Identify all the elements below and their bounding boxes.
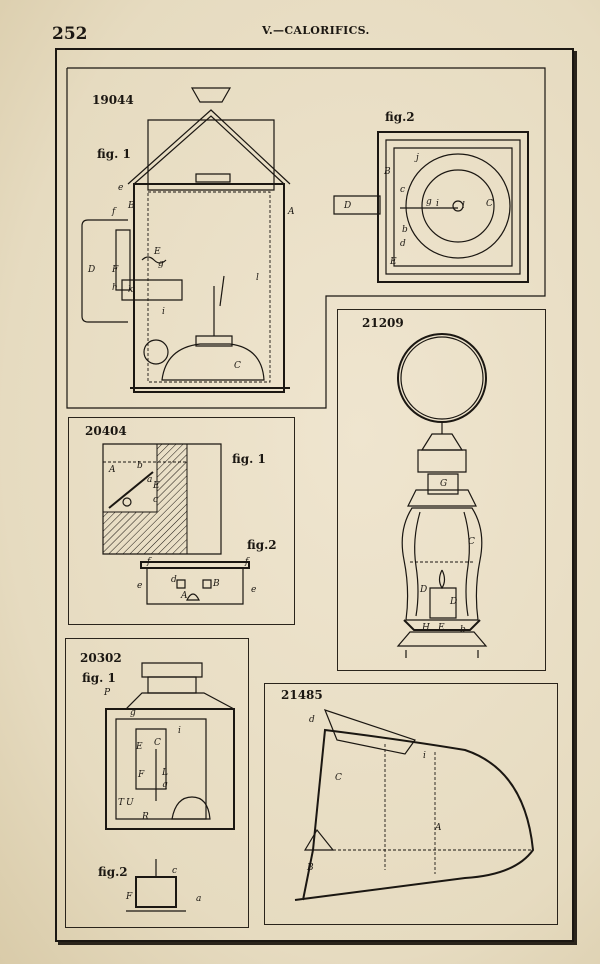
svg-text:E: E <box>153 247 161 257</box>
patent-number: 21209 <box>362 316 404 330</box>
svg-text:B: B <box>127 201 135 211</box>
figure-label: fig.2 <box>385 110 415 124</box>
svg-text:b: b <box>137 461 143 471</box>
svg-text:b: b <box>402 225 408 235</box>
fig2-plan-drawing: B j c g i l C d b E D <box>330 128 535 288</box>
svg-text:C: C <box>234 361 241 371</box>
helmet-lamp-drawing: d C i A B <box>285 700 555 920</box>
svg-text:j: j <box>414 153 419 163</box>
svg-text:C: C <box>335 773 342 783</box>
svg-text:f: f <box>111 207 117 217</box>
figure-label: fig. 1 <box>82 671 116 685</box>
figure-label: fig.2 <box>247 538 277 552</box>
svg-text:F: F <box>125 892 133 902</box>
panel-21485: 21485 d C i A B <box>264 683 558 925</box>
svg-text:h: h <box>112 283 118 293</box>
figure-label: fig. 1 <box>232 452 266 466</box>
svg-text:c: c <box>153 495 158 505</box>
svg-text:i: i <box>178 726 181 736</box>
svg-text:B: B <box>212 579 220 589</box>
svg-text:b: b <box>460 625 466 635</box>
svg-text:k: k <box>128 285 133 295</box>
section-title: V.—CALORIFICS. <box>262 24 370 37</box>
svg-text:E: E <box>437 623 445 633</box>
svg-text:E: E <box>389 257 397 267</box>
figure-label: fig. 1 <box>97 147 131 161</box>
svg-text:D: D <box>87 265 95 275</box>
svg-text:g: g <box>130 708 136 718</box>
svg-text:A: A <box>434 823 442 833</box>
svg-text:C: C <box>486 199 493 209</box>
svg-text:d: d <box>400 239 406 249</box>
svg-text:i: i <box>162 307 165 317</box>
svg-text:A: A <box>287 207 295 217</box>
svg-text:C: C <box>468 537 475 547</box>
svg-text:g: g <box>426 197 432 207</box>
svg-text:a: a <box>147 475 152 485</box>
svg-text:D: D <box>419 585 427 595</box>
svg-text:U: U <box>126 798 134 808</box>
svg-text:E: E <box>152 481 160 491</box>
svg-text:e: e <box>251 585 256 595</box>
svg-text:c: c <box>400 185 405 195</box>
svg-text:E: E <box>135 742 143 752</box>
lantern-drawing: G C D D H E b <box>358 330 528 665</box>
svg-text:D: D <box>343 201 351 211</box>
fig1-section-drawing: A b a E c f f e e d A B <box>97 438 256 618</box>
patent-number: 19044 <box>92 93 134 107</box>
svg-text:A: A <box>108 465 116 475</box>
svg-text:e: e <box>118 183 123 193</box>
svg-text:B: B <box>383 167 391 177</box>
svg-text:A: A <box>180 591 188 601</box>
svg-text:a: a <box>196 894 201 904</box>
svg-text:T: T <box>118 798 125 808</box>
svg-text:B: B <box>306 863 314 873</box>
patent-number: 20302 <box>80 651 122 665</box>
svg-text:i: i <box>436 199 439 209</box>
svg-text:d: d <box>309 715 315 725</box>
page-number: 252 <box>52 24 88 44</box>
svg-text:d: d <box>171 575 177 585</box>
lantern-furnace-drawing: e f B E g D F h k i l A C <box>70 80 295 400</box>
svg-text:e: e <box>137 581 142 591</box>
svg-text:H: H <box>421 623 430 633</box>
svg-text:i: i <box>423 751 426 761</box>
svg-text:P: P <box>103 688 111 698</box>
svg-text:R: R <box>141 812 149 822</box>
svg-text:l: l <box>256 273 259 283</box>
svg-text:C: C <box>154 738 161 748</box>
patent-number: 20404 <box>85 424 127 438</box>
svg-text:l: l <box>462 201 465 211</box>
svg-text:q: q <box>162 780 168 790</box>
svg-text:f: f <box>146 557 152 567</box>
panel-20302: 20302 fig. 1 fig.2 P g i E C F L q T U R… <box>65 638 249 928</box>
svg-text:F: F <box>137 770 145 780</box>
svg-text:f: f <box>244 557 250 567</box>
figure-label: fig.2 <box>98 865 128 879</box>
svg-text:g: g <box>158 259 164 269</box>
svg-text:c: c <box>172 866 177 876</box>
page-frame <box>55 48 574 942</box>
svg-text:G: G <box>440 479 447 489</box>
svg-text:D: D <box>449 597 457 607</box>
panel-20404: 20404 fig. 1 fig.2 A b a E c f f e e d A… <box>68 417 295 625</box>
patent-number: 21485 <box>281 688 323 702</box>
svg-text:L: L <box>161 768 168 778</box>
panel-21209: 21209 G C D D H E b <box>337 309 546 671</box>
fig1-lantern-drawing: P g i E C F L q T U R c F a <box>103 659 246 919</box>
svg-text:F: F <box>111 265 119 275</box>
